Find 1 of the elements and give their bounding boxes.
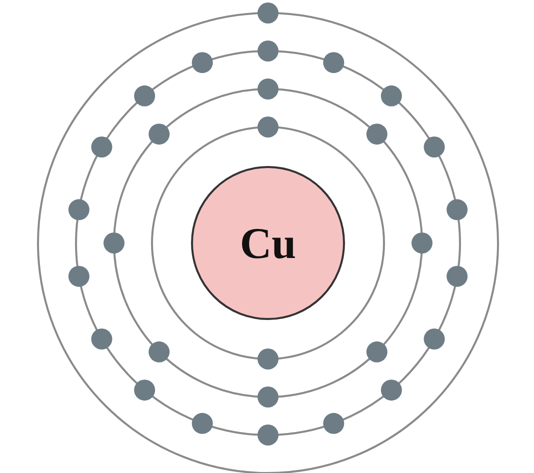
element-symbol: Cu	[240, 218, 296, 268]
